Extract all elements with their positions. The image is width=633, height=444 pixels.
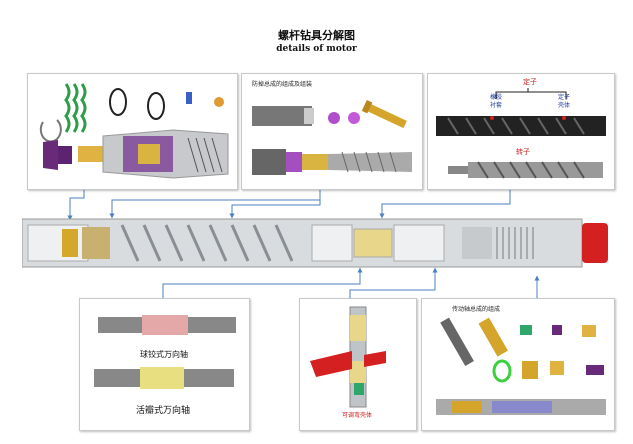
rubber-label: 橡胶 <box>490 93 502 101</box>
bottom-left-illustration: 球铰式万向轴 活瓣式万向轴 <box>94 315 236 416</box>
panel-bottom-right-transmission: 传动轴总成的组成 <box>421 298 615 431</box>
connector-bottom-center <box>349 267 438 298</box>
connector-top-right <box>379 190 511 219</box>
bottom-center-illustration: 可调弯壳体 <box>310 306 386 419</box>
connector-top-left <box>67 190 85 221</box>
top-center-caption: 防掉总成的组成及组装 <box>252 80 312 88</box>
caption-transmission: 传动轴总成的组成 <box>452 305 500 313</box>
diagram-subtitle: details of motor <box>276 44 357 54</box>
svg-text:壳体: 壳体 <box>558 101 570 109</box>
top-right-illustration: 定子 橡胶 衬套 定子 壳体 转子 <box>436 77 606 179</box>
stator-label: 定子 <box>523 77 537 86</box>
caption-petal-joint: 活瓣式万向轴 <box>136 404 190 416</box>
connector-top-center-a <box>109 190 321 219</box>
motor-illustration <box>21 218 608 268</box>
caption-bent-housing: 可调弯壳体 <box>342 411 372 419</box>
motor-assembly <box>21 215 612 271</box>
diagram-title: 螺杆钻具分解图 <box>278 29 355 42</box>
panel-bottom-center-bent-housing: 可调弯壳体 <box>299 298 417 431</box>
stator-shell-label: 定子 <box>558 93 570 101</box>
svg-text:衬套: 衬套 <box>490 101 502 109</box>
panel-top-center-anti-drop: 防掉总成的组成及组装 <box>241 73 423 190</box>
panel-top-left-parts <box>27 73 238 190</box>
panel-top-right-stator-rotor: 定子 橡胶 衬套 定子 壳体 转子 <box>427 73 615 190</box>
panel-bottom-left-cardan-shafts: 球铰式万向轴 活瓣式万向轴 <box>79 298 250 431</box>
caption-ball-joint: 球铰式万向轴 <box>140 349 188 359</box>
top-left-illustration <box>39 83 229 179</box>
bottom-right-illustration: 传动轴总成的组成 <box>436 305 606 415</box>
top-center-illustration: 防掉总成的组成及组装 <box>252 80 412 175</box>
connector-bottom-left <box>162 267 363 298</box>
rotor-label: 转子 <box>516 147 530 156</box>
connector-top-center-b <box>229 200 321 219</box>
